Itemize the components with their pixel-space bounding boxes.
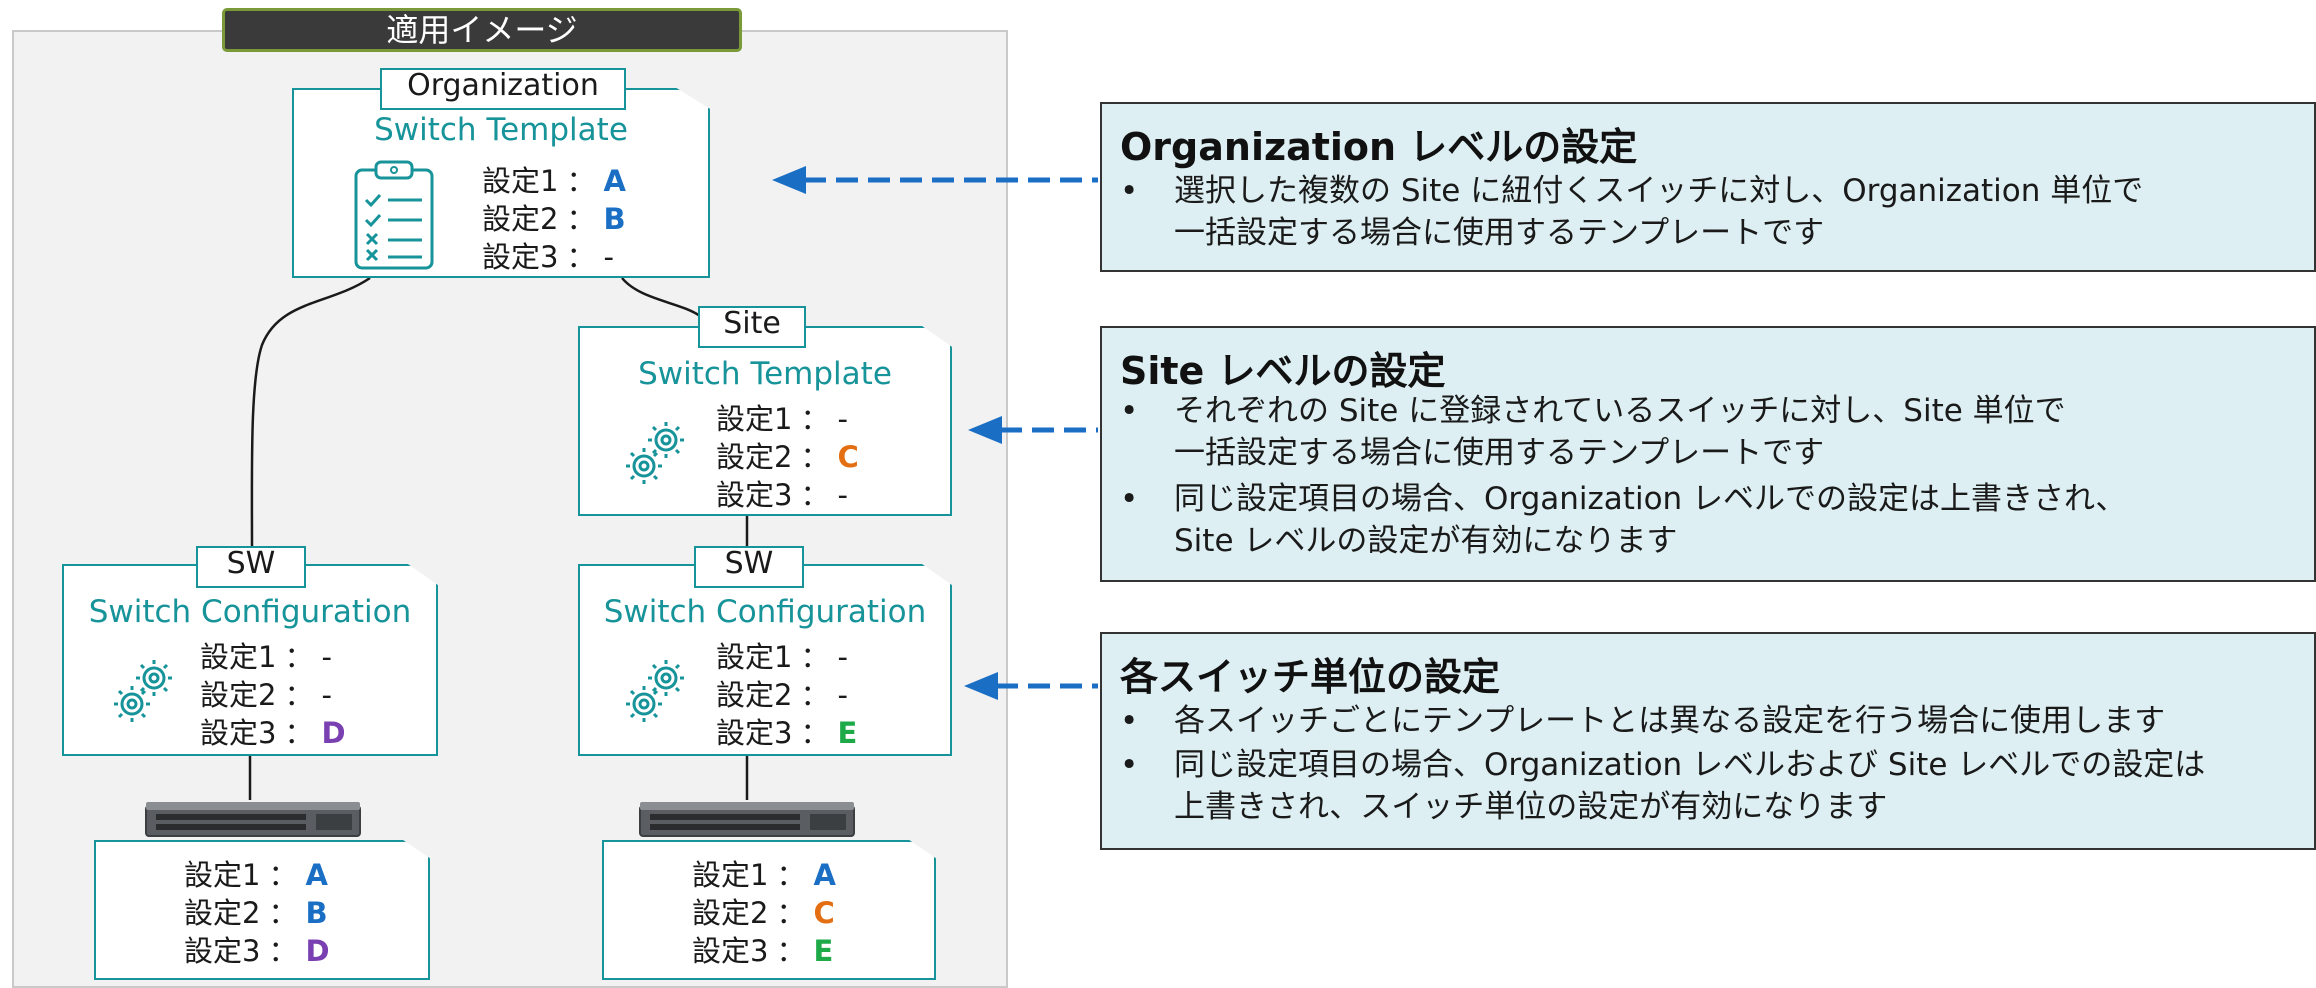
network-switch-icon xyxy=(639,802,855,837)
result-card-right xyxy=(602,840,936,980)
connector-org-to-sw-left xyxy=(250,276,371,549)
site-template-card: Switch Template xyxy=(578,326,952,516)
setting-row: 設定2：B xyxy=(184,896,328,930)
setting-row: 設定2：- xyxy=(200,678,332,712)
org-template-card: Switch Template xyxy=(292,88,710,278)
setting-row: 設定2：B xyxy=(482,202,626,236)
card-title: Switch Template xyxy=(374,112,628,148)
setting-row: 設定1：A xyxy=(692,858,836,892)
info-title: 各スイッチ単位の設定 xyxy=(1120,655,1501,699)
gears-icon xyxy=(626,660,684,722)
setting-row: 設定3：E xyxy=(692,934,834,968)
setting-row: 設定1：- xyxy=(200,640,332,674)
arrow-site-level xyxy=(968,416,1098,444)
arrow-sw-level xyxy=(964,672,1098,700)
card-title: Switch Configuration xyxy=(88,594,412,630)
result-card-left xyxy=(94,840,430,980)
setting-row: 設定2：C xyxy=(716,440,859,474)
bullet-item: •それぞれの Site に登録されているスイッチに対し、Site 単位で 一括設… xyxy=(1120,393,2066,471)
setting-row: 設定3：D xyxy=(200,716,346,750)
info-box-site-level: Site レベルの設定 •それぞれの Site に登録されているスイッチに対し、… xyxy=(1100,326,2316,582)
info-title: Organization レベルの設定 xyxy=(1120,125,1638,169)
setting-row: 設定3：- xyxy=(716,478,848,512)
setting-row: 設定1：A xyxy=(482,164,626,198)
setting-row: 設定3：- xyxy=(482,240,614,274)
setting-row: 設定2：C xyxy=(692,896,835,930)
bullet-item: •選択した複数の Site に紐付くスイッチに対し、Organization 単… xyxy=(1120,173,2144,251)
setting-row: 設定1：- xyxy=(716,640,848,674)
bullet-item: •各スイッチごとにテンプレートとは異なる設定を行う場合に使用します xyxy=(1120,703,2166,739)
setting-row: 設定3：E xyxy=(716,716,858,750)
setting-row: 設定3：D xyxy=(184,934,330,968)
gears-icon xyxy=(626,422,684,484)
panel-title: 適用イメージ xyxy=(222,8,742,52)
site-tag: Site xyxy=(698,306,806,348)
card-title: Switch Configuration xyxy=(603,594,927,630)
connector-org-to-site xyxy=(621,277,701,318)
info-box-sw-level: 各スイッチ単位の設定 •各スイッチごとにテンプレートとは異なる設定を行う場合に使… xyxy=(1100,632,2316,850)
setting-row: 設定2：- xyxy=(716,678,848,712)
gears-icon xyxy=(114,660,172,722)
arrow-org-level xyxy=(772,166,1098,194)
org-tag: Organization xyxy=(380,68,626,110)
sw-config-card-right: Switch Configuration xyxy=(578,564,952,756)
bullet-item: •同じ設定項目の場合、Organization レベルでの設定は上書きされ、 S… xyxy=(1120,481,2127,559)
bullet-item: •同じ設定項目の場合、Organization レベルおよび Site レベルで… xyxy=(1120,747,2206,825)
info-title: Site レベルの設定 xyxy=(1120,349,1446,393)
sw-config-card-left: Switch Configuration xyxy=(62,564,438,756)
info-box-org-level: Organization レベルの設定 •選択した複数の Site に紐付くスイ… xyxy=(1100,102,2316,272)
card-title: Switch Template xyxy=(638,356,892,392)
sw-tag: SW xyxy=(196,546,306,588)
network-switch-icon xyxy=(145,802,361,837)
sw-tag: SW xyxy=(694,546,804,588)
setting-row: 設定1：A xyxy=(184,858,328,892)
clipboard-checklist-icon xyxy=(354,160,434,270)
setting-row: 設定1：- xyxy=(716,402,848,436)
